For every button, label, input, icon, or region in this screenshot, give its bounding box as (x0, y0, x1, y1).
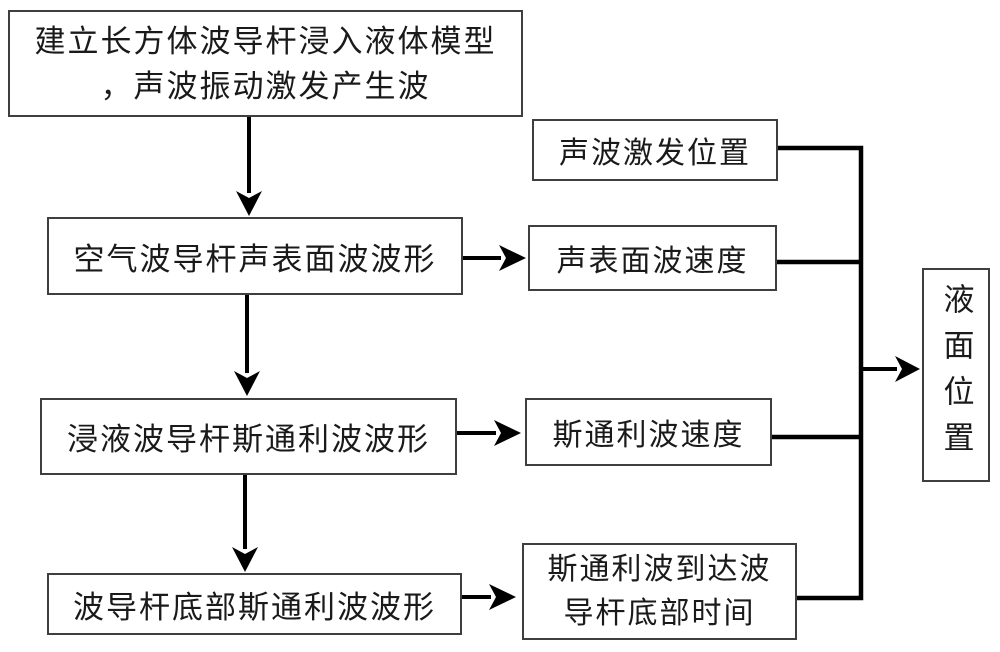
node-air-saw-waveform: 空气波导杆声表面波波形 (47, 217, 463, 295)
connector-bus-to-liquid-level (861, 356, 920, 382)
node-immersed-stoneley-waveform-label: 浸液波导杆斯通利波波形 (67, 422, 430, 457)
connector-saw-waveform-to-saw-velocity (463, 245, 526, 271)
node-liquid-level: 液面位置 (922, 268, 990, 482)
node-model-setup-line2: ，声波振动激发产生波 (100, 68, 431, 104)
node-arrival-time: 斯通利波到达波 导杆底部时间 (522, 543, 797, 640)
node-saw-velocity: 声表面波速度 (528, 225, 777, 291)
node-excitation-position-label: 声波激发位置 (559, 137, 751, 170)
node-saw-velocity-label: 声表面波速度 (556, 245, 749, 278)
connector-bottom-waveform-to-arrival-time (462, 584, 516, 610)
node-bottom-stoneley-waveform-label: 波导杆底部斯通利波波形 (73, 589, 436, 625)
node-liquid-level-label: 液面位置 (938, 283, 974, 467)
node-stoneley-velocity-label: 斯通利波速度 (552, 419, 745, 452)
connector-model-to-saw-waveform (236, 117, 262, 216)
node-immersed-stoneley-waveform: 浸液波导杆斯通利波波形 (40, 398, 457, 475)
node-arrival-time-line1: 斯通利波到达波 (547, 552, 772, 586)
connector-stoneley-waveform-to-stoneley-velocity (457, 420, 521, 446)
node-bottom-stoneley-waveform: 波导杆底部斯通利波波形 (47, 573, 462, 635)
connector-stoneley-waveform-to-bottom-waveform (232, 475, 258, 572)
node-model-setup: 建立长方体波导杆浸入液体模型 ，声波振动激发产生波 (8, 10, 523, 117)
node-air-saw-waveform-label: 空气波导杆声表面波波形 (73, 241, 437, 277)
connector-saw-waveform-to-stoneley-waveform (234, 295, 260, 396)
node-arrival-time-line2: 导杆底部时间 (563, 596, 756, 630)
bus-lines (772, 145, 864, 601)
node-stoneley-velocity: 斯通利波速度 (525, 398, 772, 466)
node-model-setup-line1: 建立长方体波导杆浸入液体模型 (34, 23, 497, 59)
node-excitation-position: 声波激发位置 (532, 119, 778, 181)
